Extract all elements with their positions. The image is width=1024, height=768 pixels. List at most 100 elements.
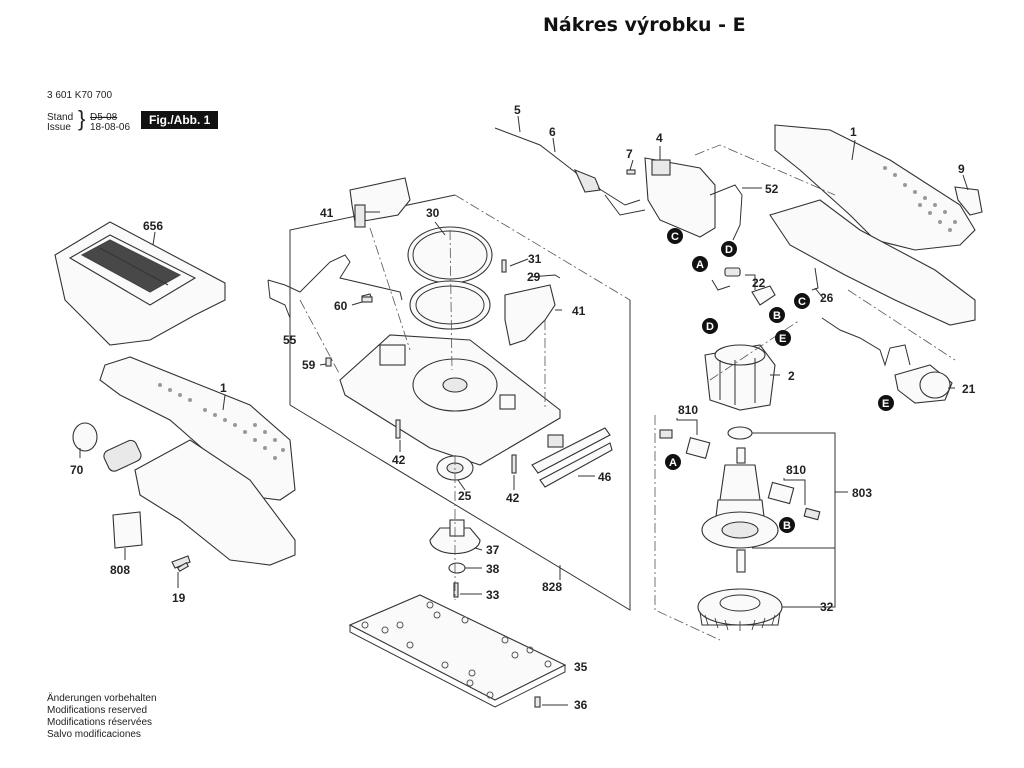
- svg-text:E: E: [779, 333, 786, 345]
- svg-text:B: B: [783, 520, 791, 532]
- callout-4: 4: [656, 131, 663, 145]
- callout-41: 41: [320, 206, 334, 220]
- callout-36: 36: [574, 698, 588, 712]
- part-35-base-plate: [348, 594, 567, 708]
- callout-30: 30: [426, 206, 440, 220]
- screw-31: [501, 259, 507, 273]
- stand-label: Stand: [47, 112, 74, 123]
- callout-803: 803: [852, 486, 872, 500]
- svg-text:A: A: [669, 457, 677, 469]
- screw-icons: [176, 169, 636, 708]
- connector-markers: C D A D B E C E A B: [665, 228, 894, 533]
- issue-label: Issue: [47, 122, 71, 133]
- connector-marker-e: E: [775, 330, 791, 346]
- issue-value: 18-08-06: [90, 122, 131, 133]
- connector-marker-b: B: [769, 307, 785, 323]
- callout-26: 26: [820, 291, 834, 305]
- footer-line: Modifications réservées: [47, 717, 153, 728]
- leader-lines: [79, 115, 969, 706]
- connector-marker-e: E: [878, 395, 894, 411]
- callout-25: 25: [458, 489, 472, 503]
- callout-7: 7: [626, 147, 633, 161]
- part-46-rails: [531, 427, 613, 488]
- callout-42: 42: [392, 453, 406, 467]
- callout-6: 6: [549, 125, 556, 139]
- part-29-gasket: [409, 280, 491, 330]
- part-656-dust-box: [54, 221, 226, 346]
- connector-marker-c: C: [794, 293, 810, 309]
- svg-text:C: C: [671, 231, 679, 243]
- screw-42-left: [395, 419, 401, 439]
- footer-notes: Änderungen vorbehalten Modifications res…: [47, 693, 157, 741]
- callout-labels: 1 1 2 4 5 6 7 9 19 21 22 25 26 29 30 31 …: [70, 103, 976, 712]
- callout-38: 38: [486, 562, 500, 576]
- part-number: 3 601 K70 700: [47, 90, 113, 101]
- callout-22: 22: [752, 276, 766, 290]
- part-2-stator: [704, 344, 776, 411]
- svg-text:B: B: [773, 310, 781, 322]
- callout-1: 1: [850, 125, 857, 139]
- svg-text:A: A: [696, 259, 704, 271]
- callout-19: 19: [172, 591, 186, 605]
- connector-marker-d: D: [702, 318, 718, 334]
- callout-37: 37: [486, 543, 500, 557]
- callout-70: 70: [70, 463, 84, 477]
- screw-42-right: [511, 454, 517, 474]
- connector-marker-b: B: [779, 517, 795, 533]
- connector-marker-c: C: [667, 228, 683, 244]
- stand-value: D5-08: [90, 112, 118, 123]
- footer-line: Modifications reserved: [47, 705, 148, 716]
- callout-21: 21: [962, 382, 976, 396]
- part-22-brush-holders: [711, 267, 776, 306]
- callout-9: 9: [958, 162, 965, 176]
- part-810-brushes-right: [767, 481, 821, 521]
- page-title: Nákres výrobku - E: [543, 14, 746, 36]
- callout-55: 55: [283, 333, 297, 347]
- screw-33: [453, 582, 459, 598]
- callout-60: 60: [334, 299, 348, 313]
- callout-810: 810: [678, 403, 698, 417]
- assembly-guide-lines: [299, 144, 956, 600]
- part-41-bracket-top: [349, 177, 411, 228]
- callout-35: 35: [574, 660, 588, 674]
- callout-46: 46: [598, 470, 612, 484]
- part-41-bracket-right: [504, 284, 556, 346]
- part-1-housing-right: [769, 124, 983, 326]
- part-1-housing-left: [72, 356, 296, 569]
- callout-2: 2: [788, 369, 795, 383]
- part-base-frame: [339, 334, 561, 466]
- callout-31: 31: [528, 252, 542, 266]
- part-38-washer: [448, 562, 466, 574]
- screw-36: [534, 696, 541, 708]
- callout-1: 1: [220, 381, 227, 395]
- screw-19: [176, 562, 190, 572]
- svg-text:E: E: [882, 398, 889, 410]
- callout-5: 5: [514, 103, 521, 117]
- motor-dashed-outline: [654, 415, 721, 641]
- callout-33: 33: [486, 588, 500, 602]
- callout-41: 41: [572, 304, 586, 318]
- part-5-6-cable: [494, 127, 646, 216]
- footer-line: Änderungen vorbehalten: [47, 693, 157, 704]
- part-32-fan: [697, 588, 783, 631]
- connector-marker-d: D: [721, 241, 737, 257]
- screw-7: [626, 169, 636, 175]
- connector-marker-a: A: [692, 256, 708, 272]
- footer-line: Salvo modificaciones: [47, 729, 141, 740]
- callout-29: 29: [527, 270, 541, 284]
- pin-60: [361, 296, 373, 303]
- part-21-module: [821, 317, 953, 404]
- screw-59: [325, 357, 332, 367]
- figure-badge: Fig./Abb. 1: [141, 111, 219, 129]
- callout-52: 52: [765, 182, 779, 196]
- callout-32: 32: [820, 600, 834, 614]
- svg-text:C: C: [798, 296, 806, 308]
- callout-828: 828: [542, 580, 562, 594]
- callout-59: 59: [302, 358, 316, 372]
- svg-text:D: D: [706, 321, 714, 333]
- part-26-bracket: [811, 267, 819, 291]
- part-810-brushes-left: [659, 429, 711, 459]
- brace-glyph: }: [78, 106, 86, 131]
- callout-656: 656: [143, 219, 163, 233]
